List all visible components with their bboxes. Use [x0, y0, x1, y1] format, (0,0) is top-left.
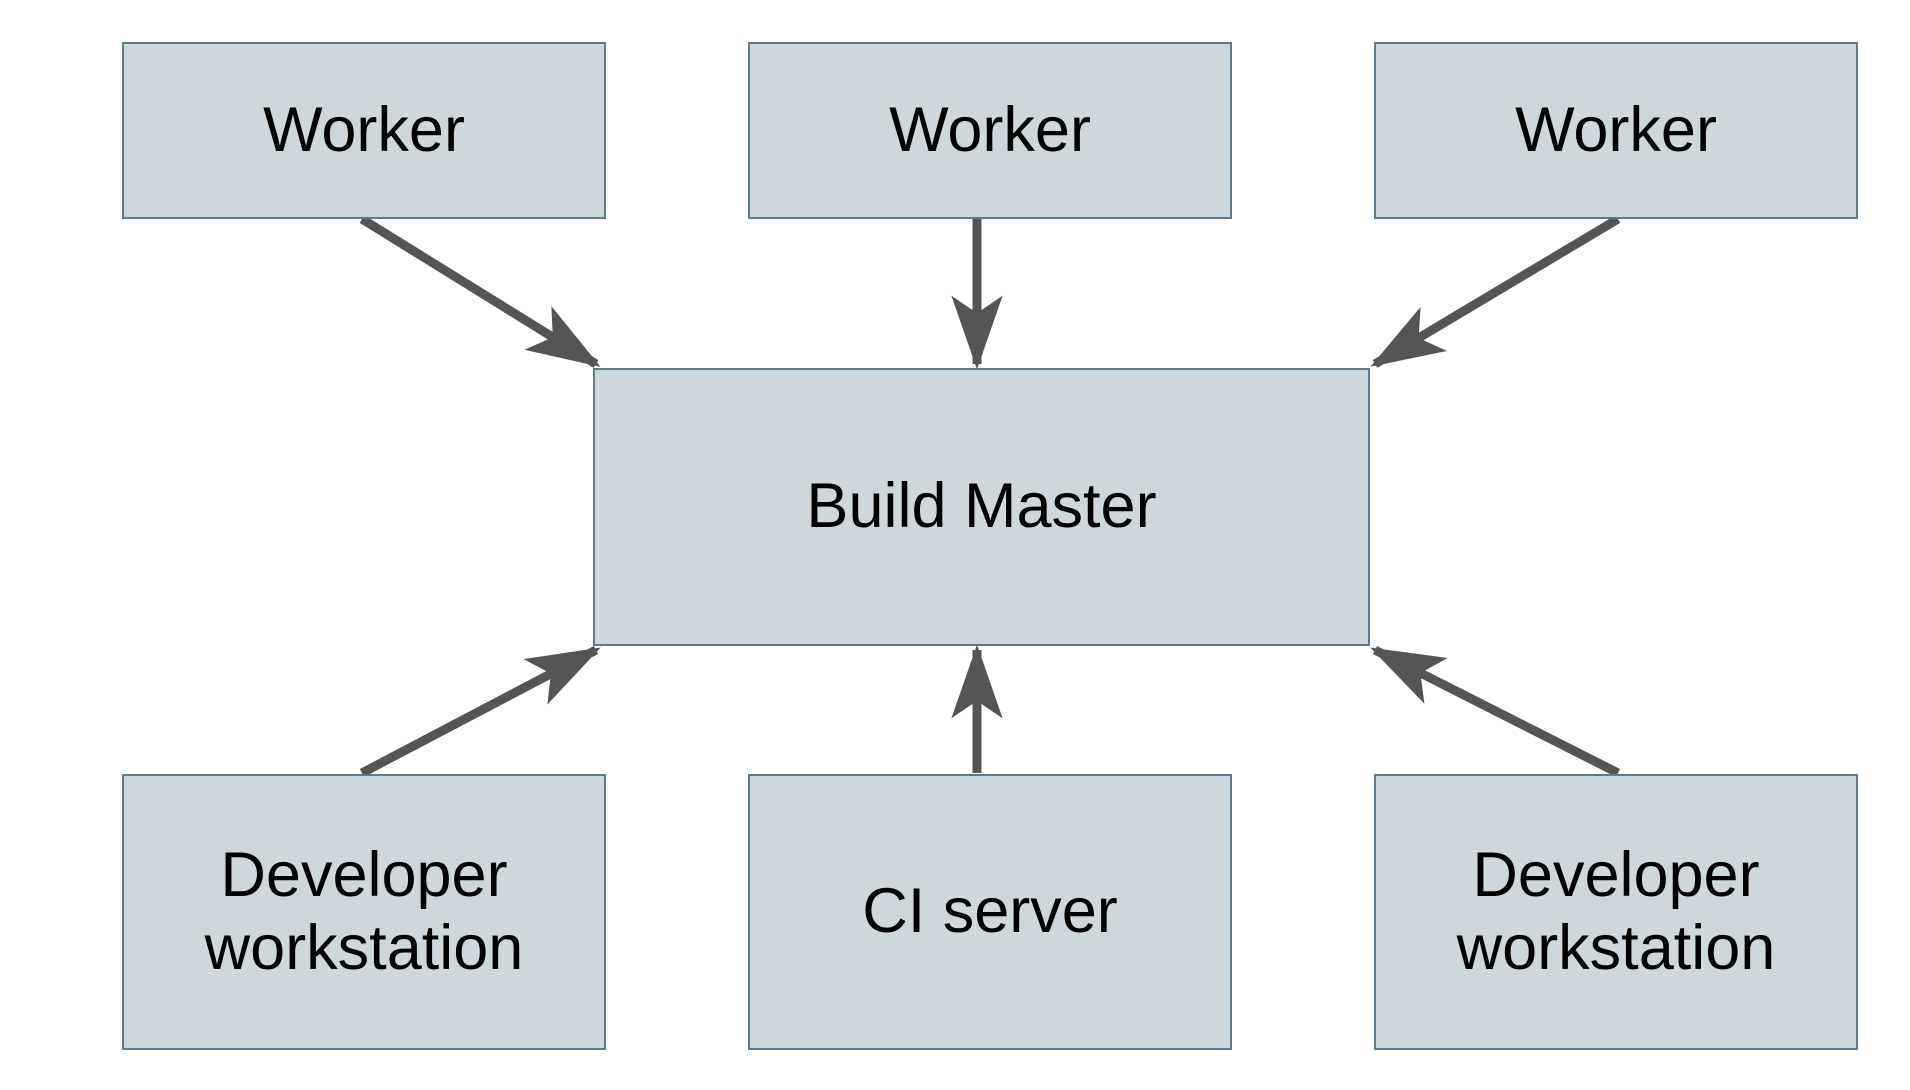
node-label: Developer workstation: [1456, 839, 1776, 983]
edge-dev-right-to-build-master: [1370, 645, 1621, 778]
node-label: Worker: [263, 94, 465, 165]
node-label: CI server: [862, 876, 1118, 947]
node-developer-workstation-left[interactable]: Developer workstation: [122, 774, 606, 1050]
node-build-master[interactable]: Build Master: [593, 368, 1370, 646]
node-ci-server[interactable]: CI server: [748, 774, 1232, 1050]
edge-dev-left-to-build-master: [359, 646, 601, 777]
node-worker-3[interactable]: Worker: [1374, 42, 1858, 219]
edge-worker-3-to-build-master: [1370, 215, 1621, 368]
node-worker-1[interactable]: Worker: [122, 42, 606, 219]
node-worker-2[interactable]: Worker: [748, 42, 1232, 219]
node-label: Developer workstation: [204, 839, 524, 983]
node-label: Build Master: [806, 471, 1157, 542]
node-label: Worker: [1515, 94, 1717, 165]
node-developer-workstation-right[interactable]: Developer workstation: [1374, 774, 1858, 1050]
edge-worker-1-to-build-master: [359, 215, 601, 368]
node-label: Worker: [889, 94, 1091, 165]
